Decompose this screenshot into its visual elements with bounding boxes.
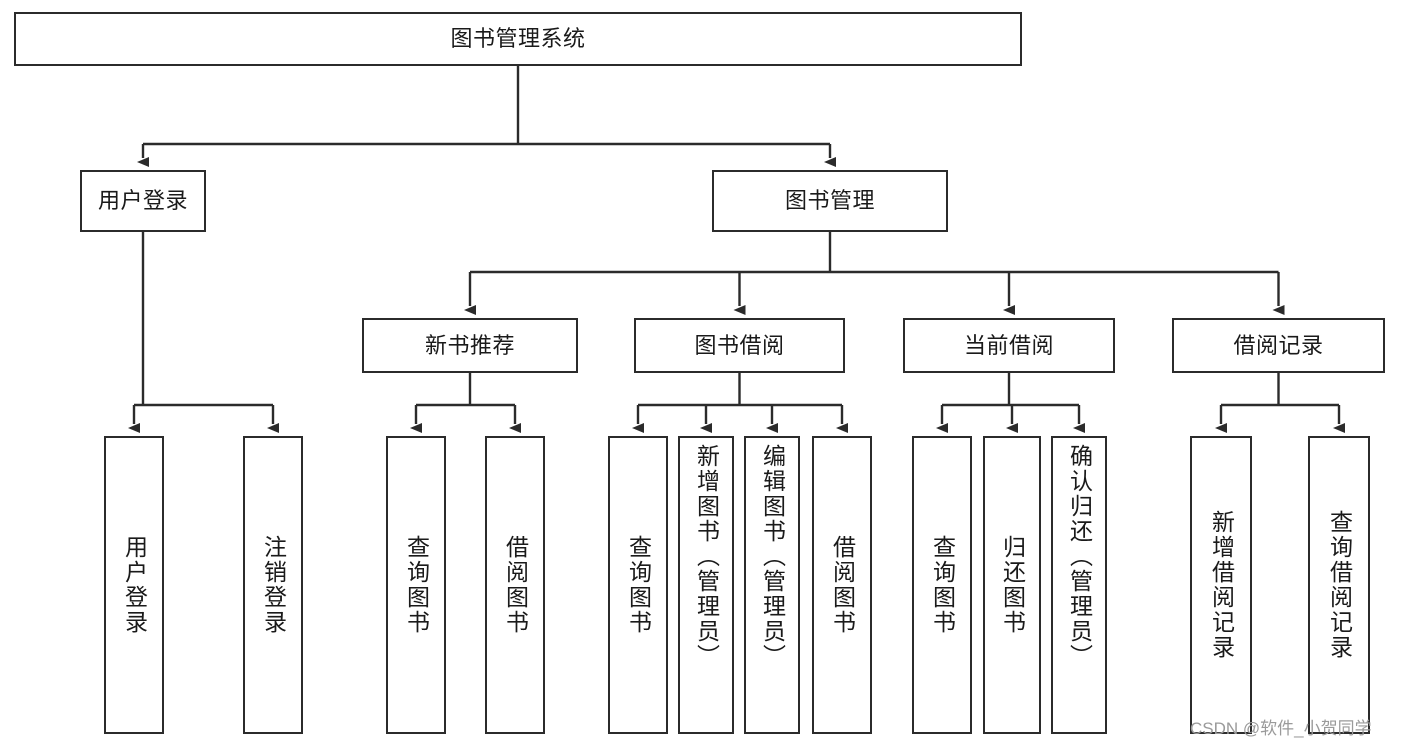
node-label: 查询图书 xyxy=(625,535,652,635)
leaf-borrow-book-1[interactable]: 借阅图书 xyxy=(485,436,545,734)
leaf-add-borrow-record[interactable]: 新增借阅记录 xyxy=(1190,436,1252,734)
node-label: 图书借阅 xyxy=(694,332,785,358)
node-label: 查询图书 xyxy=(403,535,430,635)
node-label: 图书管理系统 xyxy=(450,26,586,52)
leaf-query-borrow-record[interactable]: 查询借阅记录 xyxy=(1308,436,1370,734)
leaf-user-login[interactable]: 用户登录 xyxy=(104,436,164,734)
node-book-borrowing[interactable]: 图书借阅 xyxy=(634,318,845,373)
node-label: 借阅图书 xyxy=(829,535,856,635)
node-label: 借阅图书 xyxy=(502,535,529,635)
node-label: 注销登录 xyxy=(260,535,287,635)
node-label: 新增图书（管理员） xyxy=(693,444,720,669)
node-label: 确认归还（管理员） xyxy=(1066,444,1093,669)
node-user-login[interactable]: 用户登录 xyxy=(80,170,206,232)
node-current-borrowing[interactable]: 当前借阅 xyxy=(903,318,1115,373)
leaf-logout[interactable]: 注销登录 xyxy=(243,436,303,734)
leaf-query-book-3[interactable]: 查询图书 xyxy=(912,436,972,734)
node-label: 用户登录 xyxy=(97,188,188,214)
leaf-confirm-return-admin[interactable]: 确认归还（管理员） xyxy=(1051,436,1107,734)
leaf-borrow-book-2[interactable]: 借阅图书 xyxy=(812,436,872,734)
node-label: 归还图书 xyxy=(999,535,1026,635)
node-book-management[interactable]: 图书管理 xyxy=(712,170,948,232)
leaf-query-book-1[interactable]: 查询图书 xyxy=(386,436,446,734)
node-new-book-recommendation[interactable]: 新书推荐 xyxy=(362,318,578,373)
node-label: 图书管理 xyxy=(784,188,875,214)
node-label: 借阅记录 xyxy=(1233,332,1324,358)
node-label: 查询图书 xyxy=(929,535,956,635)
node-label: 用户登录 xyxy=(121,535,148,635)
node-label: 新书推荐 xyxy=(424,332,515,358)
leaf-add-book-admin[interactable]: 新增图书（管理员） xyxy=(678,436,734,734)
leaf-query-book-2[interactable]: 查询图书 xyxy=(608,436,668,734)
leaf-edit-book-admin[interactable]: 编辑图书（管理员） xyxy=(744,436,800,734)
node-label: 编辑图书（管理员） xyxy=(759,444,786,669)
leaf-return-book[interactable]: 归还图书 xyxy=(983,436,1041,734)
node-label: 新增借阅记录 xyxy=(1208,510,1235,660)
node-borrowing-record[interactable]: 借阅记录 xyxy=(1172,318,1385,373)
node-label: 当前借阅 xyxy=(963,332,1054,358)
node-root[interactable]: 图书管理系统 xyxy=(14,12,1022,66)
node-label: 查询借阅记录 xyxy=(1326,510,1353,660)
